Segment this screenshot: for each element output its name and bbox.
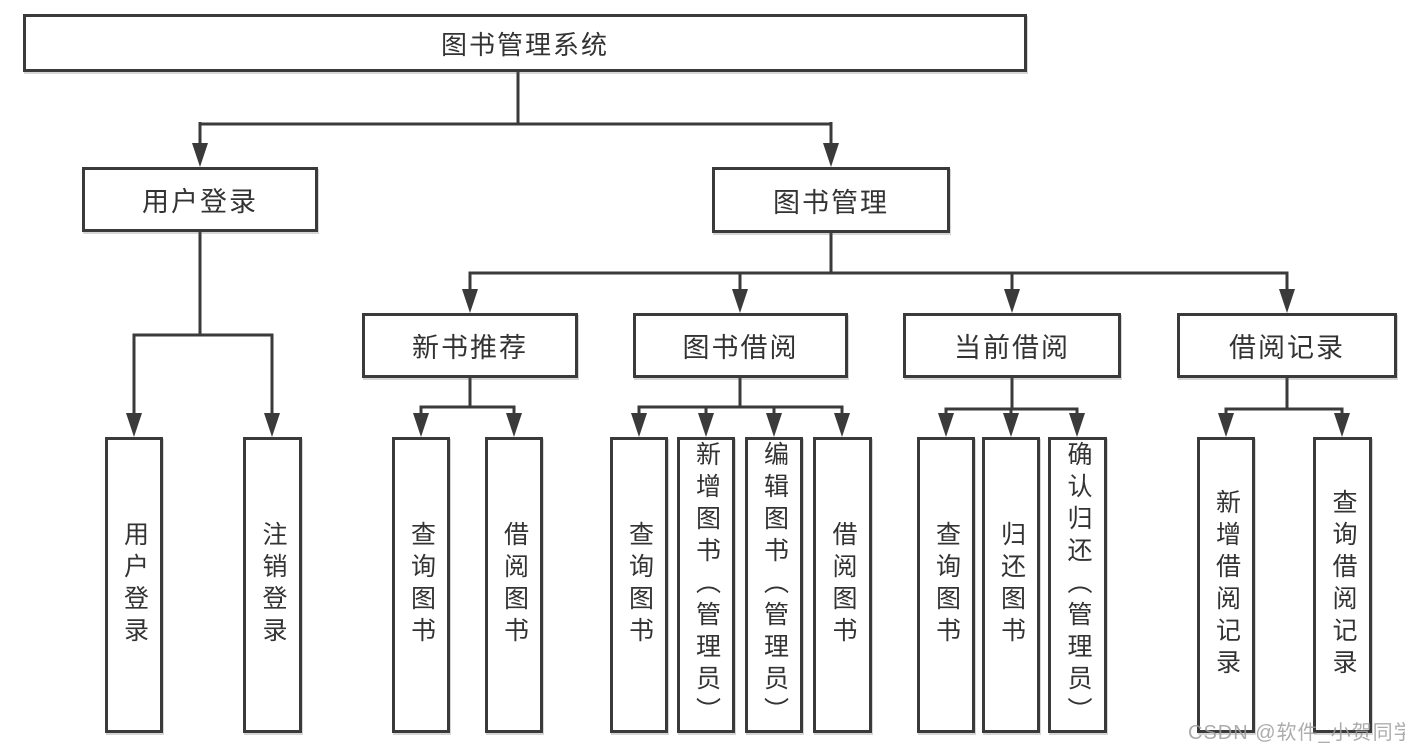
- leaf-return-books: 归还图书: [982, 437, 1040, 733]
- leaf-borrow-books-1: 借阅图书: [485, 437, 543, 733]
- leaf-query-books-2: 查询图书: [610, 437, 668, 733]
- node-label: 注销登录: [259, 521, 287, 649]
- node-label: 新书推荐: [412, 333, 528, 363]
- leaf-query-books-3: 查询图书: [917, 437, 975, 733]
- node-book-borrowing: 图书借阅: [633, 313, 848, 378]
- leaf-query-borrow-record: 查询借阅记录: [1313, 437, 1372, 733]
- node-user-login: 用户登录: [82, 167, 318, 232]
- node-label: 借阅记录: [1229, 333, 1345, 363]
- leaf-edit-books-admin: 编辑图书（管理员）: [745, 437, 803, 733]
- node-label: 归还图书: [997, 521, 1026, 649]
- node-label: 当前借阅: [954, 333, 1070, 363]
- leaf-query-books-1: 查询图书: [392, 437, 450, 733]
- node-label: 用户登录: [120, 521, 149, 649]
- leaf-borrow-books-2: 借阅图书: [813, 437, 872, 733]
- leaf-confirm-return-admin: 确认归还（管理员）: [1048, 437, 1107, 733]
- leaf-add-books-admin: 新增图书（管理员）: [677, 437, 735, 733]
- node-label: 新增图书（管理员）: [692, 441, 721, 729]
- node-label: 确认归还（管理员）: [1064, 441, 1092, 729]
- node-label: 借阅图书: [829, 521, 857, 649]
- node-label: 图书管理: [773, 187, 889, 218]
- node-label: 新增借阅记录: [1212, 489, 1241, 681]
- node-label: 查询借阅记录: [1329, 489, 1357, 681]
- node-label: 图书管理系统: [440, 29, 609, 60]
- node-new-book-recommend: 新书推荐: [362, 313, 578, 378]
- node-label: 用户登录: [142, 187, 258, 217]
- leaf-user-login: 用户登录: [105, 437, 163, 733]
- node-borrowing-records: 借阅记录: [1177, 313, 1397, 378]
- node-label: 查询图书: [625, 521, 654, 649]
- node-book-management: 图书管理: [712, 167, 950, 233]
- node-label: 查询图书: [932, 521, 961, 649]
- leaf-add-borrow-record: 新增借阅记录: [1197, 437, 1255, 733]
- node-library-management-system: 图书管理系统: [23, 14, 1027, 72]
- node-label: 编辑图书（管理员）: [760, 441, 789, 729]
- node-label: 借阅图书: [500, 521, 529, 649]
- node-label: 查询图书: [407, 521, 436, 649]
- leaf-logout: 注销登录: [243, 437, 302, 733]
- csdn-watermark: CSDN @软件_小贺同学: [1188, 722, 1405, 744]
- node-current-borrowing: 当前借阅: [903, 313, 1121, 378]
- node-label: 图书借阅: [682, 333, 799, 363]
